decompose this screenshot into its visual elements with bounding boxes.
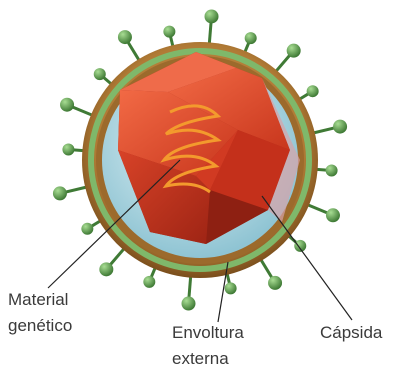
spike-knob bbox=[163, 26, 175, 38]
label-capsid: Cápsida bbox=[320, 320, 382, 346]
spike-knob bbox=[62, 143, 74, 155]
label-genetic-material: Material genético bbox=[8, 287, 72, 339]
spike-knob bbox=[333, 120, 347, 134]
label-genetic-material-line2: genético bbox=[8, 313, 72, 339]
spike-knob bbox=[53, 186, 67, 200]
spike-knob bbox=[205, 9, 219, 23]
spike-knob bbox=[287, 44, 301, 58]
spike-knob bbox=[81, 223, 93, 235]
spike-knob bbox=[326, 165, 338, 177]
spike-knob bbox=[181, 297, 195, 311]
spike-knob bbox=[294, 240, 306, 252]
spike-knob bbox=[268, 276, 282, 290]
spike-knob bbox=[326, 208, 340, 222]
spike-knob bbox=[60, 98, 74, 112]
spike-knob bbox=[307, 85, 319, 97]
spike-knob bbox=[143, 276, 155, 288]
label-outer-envelope: Envoltura externa bbox=[172, 320, 244, 372]
spike-knob bbox=[225, 282, 237, 294]
spike-knob bbox=[99, 262, 113, 276]
spike-knob bbox=[118, 30, 132, 44]
label-genetic-material-line1: Material bbox=[8, 287, 72, 313]
label-outer-envelope-line1: Envoltura bbox=[172, 320, 244, 346]
spike-knob bbox=[245, 32, 257, 44]
label-outer-envelope-line2: externa bbox=[172, 346, 244, 372]
spike-knob bbox=[94, 68, 106, 80]
